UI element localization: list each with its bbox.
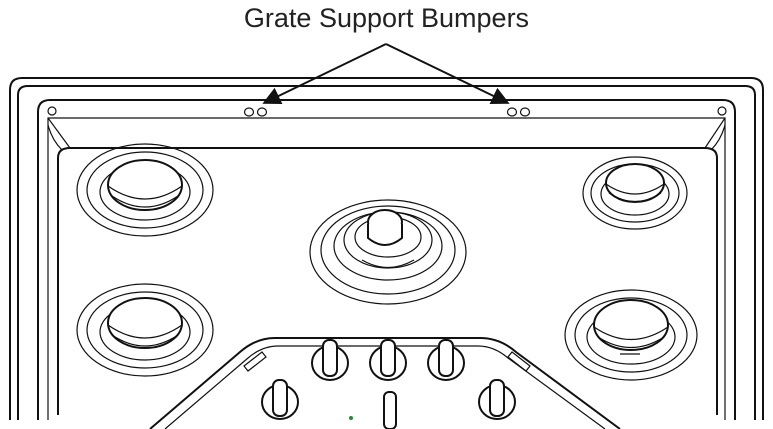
burner-center [309, 199, 467, 305]
panel-slot-right [507, 351, 531, 372]
indicator-light [349, 416, 353, 420]
knob-3 [427, 339, 465, 381]
burner-top-left [76, 143, 214, 237]
knob-6 [383, 391, 397, 429]
panel-slot-left [243, 351, 267, 372]
knob-1 [311, 339, 349, 381]
knob-4 [261, 379, 299, 420]
arrow-right [385, 43, 510, 105]
knob-5 [478, 379, 516, 420]
callout-arrows [262, 43, 510, 105]
grate-support-bumpers [243, 107, 531, 117]
callout-label: Grate Support Bumpers [243, 3, 530, 33]
burner-bottom-right [564, 289, 698, 381]
burner-top-right [582, 156, 688, 230]
control-panel [149, 337, 621, 429]
arrow-left [262, 43, 387, 105]
knob-2 [369, 339, 407, 381]
control-knobs [261, 339, 516, 429]
corner-screws [47, 106, 727, 116]
cooktop-frame [9, 77, 764, 420]
burner-bottom-left [76, 283, 214, 377]
